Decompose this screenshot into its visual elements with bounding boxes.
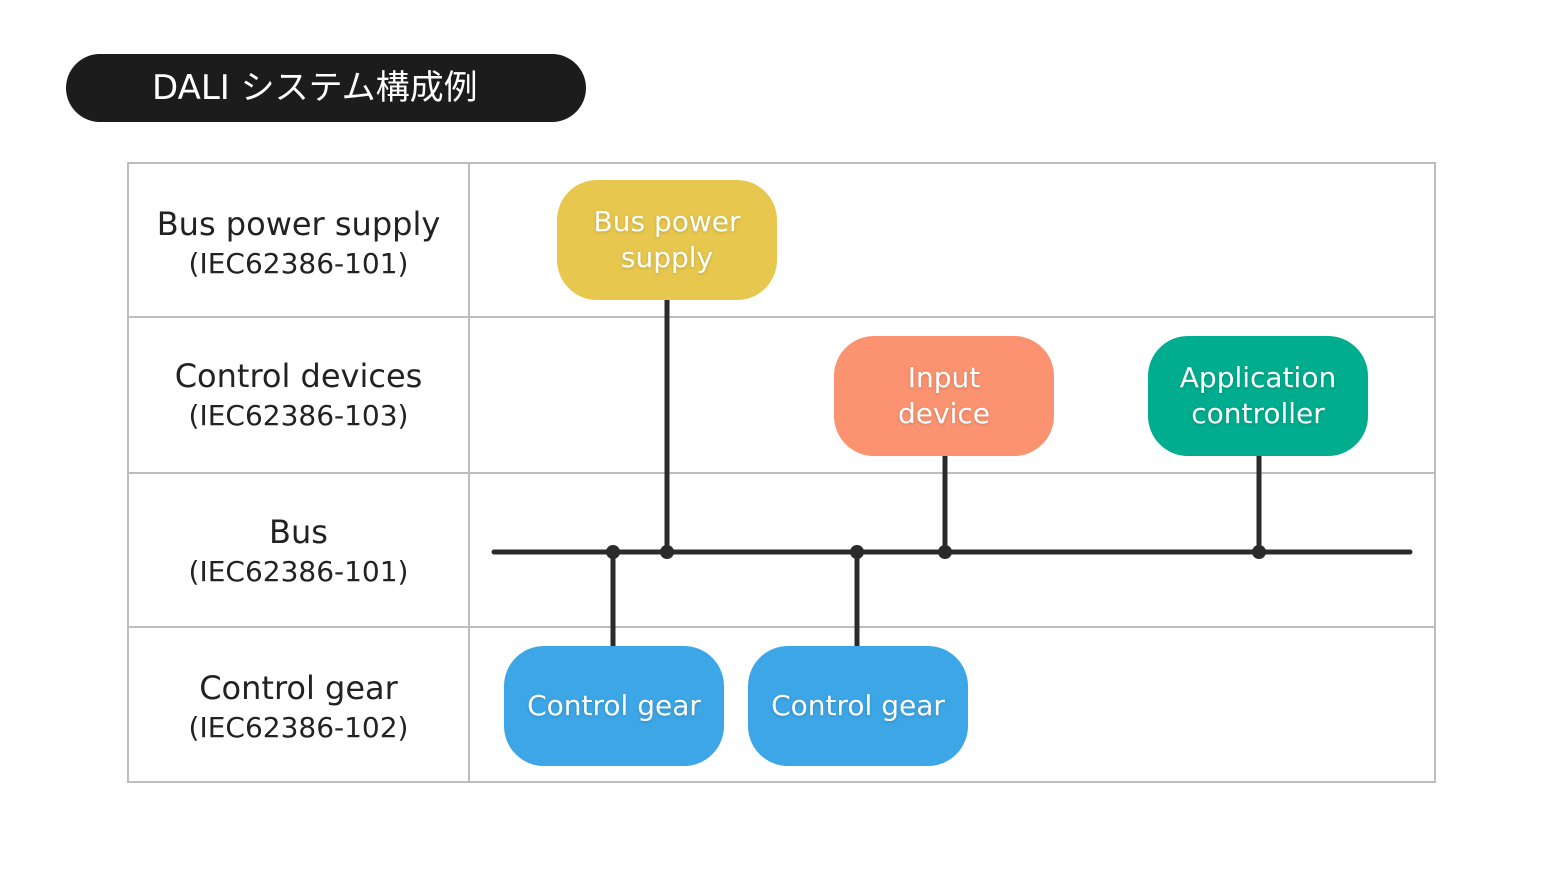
junction-dot [660, 545, 674, 559]
junction-dot [850, 545, 864, 559]
row-name: Control devices [174, 357, 423, 395]
row-label-control-devices: Control devices (IEC62386-103) [129, 356, 468, 436]
node-control-gear-1: Control gear [504, 646, 724, 766]
node-label: Application controller [1179, 361, 1337, 430]
grid-row-divider [127, 316, 1436, 318]
row-name: Control gear [199, 669, 398, 707]
row-standard: (IEC62386-103) [188, 399, 409, 432]
row-standard: (IEC62386-102) [188, 711, 409, 744]
node-input-device: Input device [834, 336, 1054, 456]
row-label-bus-power-supply: Bus power supply (IEC62386-101) [129, 204, 468, 284]
row-name: Bus power supply [156, 205, 441, 243]
node-bus-power-supply: Bus power supply [557, 180, 777, 300]
grid-row-divider [127, 626, 1436, 628]
diagram-title: DALI システム構成例 [66, 54, 586, 122]
row-standard: (IEC62386-101) [188, 247, 409, 280]
node-application-controller: Application controller [1148, 336, 1368, 456]
row-name: Bus [269, 513, 328, 551]
junction-dot [938, 545, 952, 559]
junction-dot [1252, 545, 1266, 559]
node-label: Control gear [771, 689, 945, 722]
row-label-bus: Bus (IEC62386-101) [129, 512, 468, 592]
grid-row-divider [127, 472, 1436, 474]
node-control-gear-2: Control gear [748, 646, 968, 766]
row-label-control-gear: Control gear (IEC62386-102) [129, 668, 468, 748]
junction-dot [606, 545, 620, 559]
node-label: Input device [898, 361, 990, 430]
node-label: Bus power supply [593, 205, 741, 274]
node-label: Control gear [527, 689, 701, 722]
row-standard: (IEC62386-101) [188, 555, 409, 588]
